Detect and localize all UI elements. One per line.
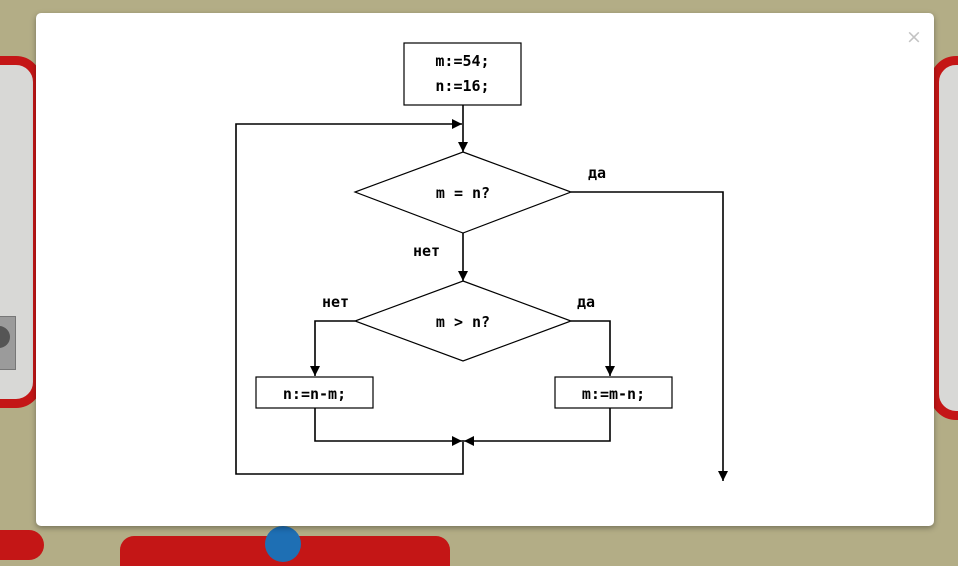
assign-right-block: m:=m-n; [554, 376, 673, 409]
decision-equal: m = n? [353, 151, 573, 234]
decision-greater-no-label: нет [322, 293, 349, 311]
decision-equal-no-label: нет [413, 242, 440, 260]
close-button[interactable]: × [906, 26, 922, 48]
connector-to-assign-left [310, 320, 355, 376]
assign-left-label: n:=n-m; [283, 385, 346, 403]
connector-to-assign-right [571, 320, 615, 376]
background-blue-dot [265, 526, 301, 562]
background-knob-left [0, 326, 10, 348]
connector-assign-left-to-merge [314, 408, 462, 446]
decision-greater-label: m > n? [436, 313, 490, 331]
decision-greater: m > n? [353, 280, 573, 362]
background-bottom-left [0, 530, 44, 560]
decision-equal-label: m = n? [436, 184, 490, 202]
connector-loop-back [235, 119, 464, 475]
init-line-2: n:=16; [435, 77, 489, 95]
image-modal: × m:=54; n:=16; m = n? да нет [36, 13, 934, 526]
connector-exit [571, 191, 728, 481]
background-card-right [930, 56, 958, 420]
assign-right-label: m:=m-n; [582, 385, 645, 403]
decision-greater-yes-label: да [577, 293, 595, 311]
init-line-1: m:=54; [435, 52, 489, 70]
init-block: m:=54; n:=16; [403, 42, 522, 106]
connector-assign-right-to-merge [464, 408, 611, 446]
decision-equal-yes-label: да [588, 164, 606, 182]
assign-left-block: n:=n-m; [255, 376, 374, 409]
flowchart-diagram: m:=54; n:=16; m = n? да нет m > n? нет д… [235, 42, 728, 481]
